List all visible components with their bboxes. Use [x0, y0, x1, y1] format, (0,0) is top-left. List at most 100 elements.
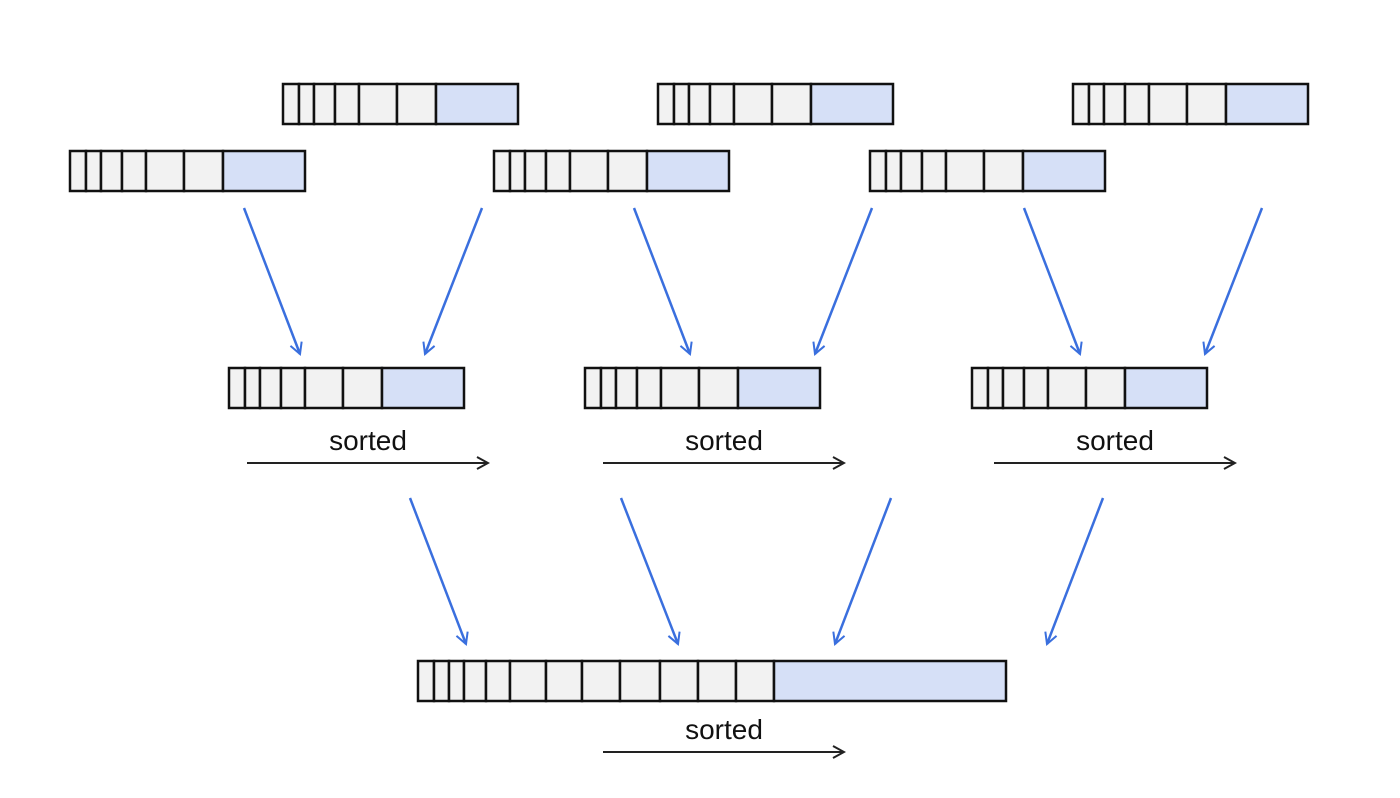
array-block [416, 659, 1008, 703]
array-cell [970, 366, 990, 410]
array-cell [635, 366, 663, 410]
array-block [583, 366, 822, 410]
array-cell [899, 149, 924, 193]
array-cell [1071, 82, 1091, 126]
array-block [68, 149, 307, 193]
merge-arrow [815, 207, 874, 354]
sorted-arrows [247, 463, 1235, 752]
array-cell [697, 366, 740, 410]
sorted-label: sorted [1076, 425, 1154, 456]
array-cell [508, 659, 548, 703]
array-cell [868, 149, 888, 193]
array-cell-highlighted [434, 82, 520, 126]
array-cell-highlighted [1021, 149, 1107, 193]
merge-arrow [1022, 207, 1080, 354]
array-cell [341, 366, 384, 410]
array-block [281, 82, 520, 126]
array-cell [484, 659, 512, 703]
array-cell [227, 366, 247, 410]
sorted-label: sorted [329, 425, 407, 456]
array-cell [696, 659, 738, 703]
merge-arrows [242, 207, 1264, 644]
array-cell [672, 82, 691, 126]
array-cell-highlighted [772, 659, 1008, 703]
array-cell [333, 82, 361, 126]
array-cell [462, 659, 488, 703]
array-cell [1102, 82, 1127, 126]
array-cell-highlighted [1123, 366, 1209, 410]
array-cell [732, 82, 774, 126]
array-cell [492, 149, 512, 193]
merge-arrow [632, 207, 690, 354]
labels: sorted sorted sorted sorted [329, 425, 1154, 745]
array-cell [120, 149, 148, 193]
array-blocks [68, 82, 1310, 703]
array-cell [279, 366, 307, 410]
array-cell-highlighted [221, 149, 307, 193]
array-cell-highlighted [645, 149, 731, 193]
array-cell [568, 149, 610, 193]
array-cell-highlighted [380, 366, 466, 410]
array-block [227, 366, 466, 410]
array-cell [432, 659, 451, 703]
array-cell [508, 149, 527, 193]
array-cell [656, 82, 676, 126]
array-cell [1046, 366, 1088, 410]
merge-arrow [1047, 497, 1105, 644]
merge-arrow [242, 207, 300, 354]
array-cell [1147, 82, 1189, 126]
sorted-label: sorted [685, 714, 763, 745]
array-cell [544, 149, 572, 193]
array-cell [583, 366, 603, 410]
array-cell-highlighted [736, 366, 822, 410]
array-cell [944, 149, 986, 193]
merge-arrow [425, 207, 484, 354]
array-cell [297, 82, 316, 126]
array-cell [884, 149, 903, 193]
array-block [970, 366, 1209, 410]
array-cell [312, 82, 337, 126]
array-cell [708, 82, 736, 126]
merge-arrow [1205, 207, 1264, 354]
array-cell [1185, 82, 1228, 126]
array-block [1071, 82, 1310, 126]
array-cell [1001, 366, 1026, 410]
array-cell [258, 366, 283, 410]
array-cell [1087, 82, 1106, 126]
sorted-label: sorted [685, 425, 763, 456]
array-cell [618, 659, 662, 703]
array-block [868, 149, 1107, 193]
array-block [492, 149, 731, 193]
array-cell [523, 149, 548, 193]
array-cell [734, 659, 776, 703]
array-cell [1084, 366, 1127, 410]
array-cell [1123, 82, 1151, 126]
array-cell-highlighted [1224, 82, 1310, 126]
array-cell [687, 82, 712, 126]
array-cell [281, 82, 301, 126]
array-cell [606, 149, 649, 193]
array-cell-highlighted [809, 82, 895, 126]
merge-arrow [619, 497, 678, 644]
array-cell [99, 149, 124, 193]
array-cell [395, 82, 438, 126]
array-cell [599, 366, 618, 410]
array-cell [416, 659, 436, 703]
array-cell [303, 366, 345, 410]
array-cell [614, 366, 639, 410]
array-cell [1022, 366, 1050, 410]
array-cell [68, 149, 88, 193]
array-cell [580, 659, 622, 703]
array-cell [447, 659, 466, 703]
array-cell [982, 149, 1025, 193]
merge-arrow [835, 497, 893, 644]
array-cell [84, 149, 103, 193]
array-cell [544, 659, 584, 703]
array-cell [658, 659, 700, 703]
array-cell [243, 366, 262, 410]
array-cell [144, 149, 186, 193]
array-cell [920, 149, 948, 193]
array-cell [659, 366, 701, 410]
array-cell [182, 149, 225, 193]
